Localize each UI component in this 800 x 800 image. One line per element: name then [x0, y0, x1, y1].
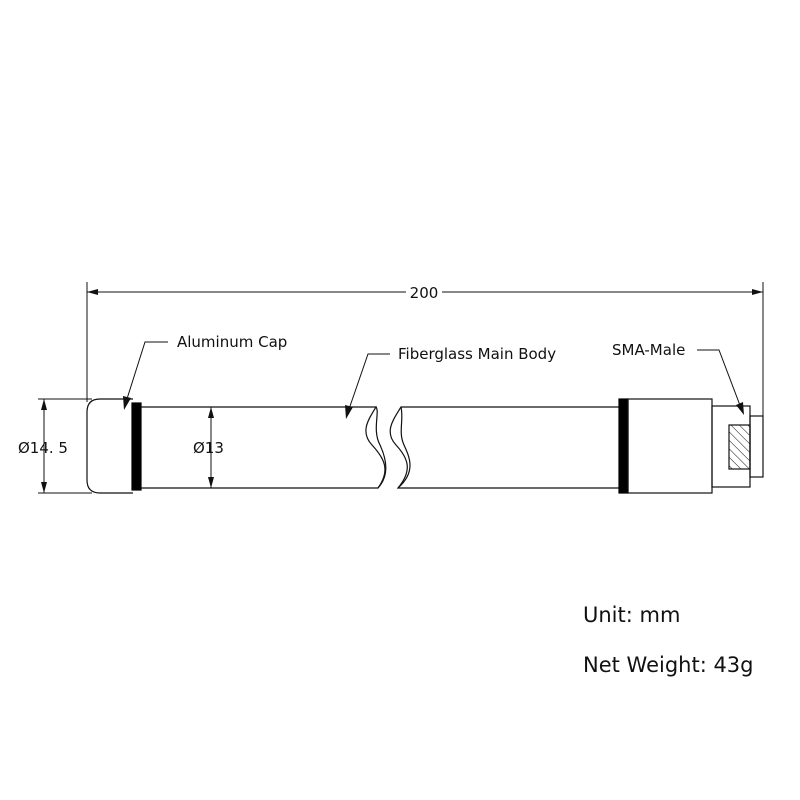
overall-length-dimension	[86, 282, 764, 418]
break-line-left	[375, 406, 387, 489]
cap-arrow-top-icon	[41, 399, 47, 410]
body-diameter-label: Ø13	[193, 439, 224, 457]
unit-note: Unit: mm	[583, 603, 681, 627]
sma-male-label: SMA-Male	[612, 341, 685, 359]
fiberglass-body-right	[389, 406, 619, 489]
cap-band	[131, 402, 142, 491]
aluminum-cap-leader	[125, 341, 168, 403]
body-arrow-top-icon	[208, 407, 214, 418]
fiberglass-body-leader	[347, 353, 390, 413]
fiberglass-body-arrow-icon	[345, 405, 353, 419]
break-line-right	[397, 406, 411, 489]
arrow-right-icon	[752, 289, 763, 295]
aluminum-cap-arrow-icon	[123, 396, 131, 410]
ferrule-band	[618, 398, 629, 494]
aluminum-cap-label: Aluminum Cap	[177, 333, 287, 351]
cap-arrow-bottom-icon	[41, 482, 47, 493]
callout-leaders	[125, 341, 742, 413]
ferrule	[627, 398, 713, 494]
sma-connector-hatch	[728, 424, 751, 470]
fiberglass-body-left	[141, 406, 386, 489]
cap-diameter-dimension	[38, 398, 92, 494]
sma-male-arrow-icon	[736, 402, 744, 415]
arrow-left-icon	[87, 289, 98, 295]
antenna-body	[86, 398, 764, 494]
body-arrow-bottom-icon	[208, 477, 214, 488]
overall-length-label: 200	[410, 284, 439, 302]
sma-connector-tip	[749, 415, 764, 478]
cap-diameter-label: Ø14. 5	[18, 439, 68, 457]
body-diameter-dimension	[208, 407, 214, 488]
aluminum-cap	[86, 398, 133, 494]
fiberglass-body-label: Fiberglass Main Body	[398, 345, 556, 363]
net-weight-note: Net Weight: 43g	[583, 653, 754, 677]
sma-male-leader	[697, 349, 742, 409]
